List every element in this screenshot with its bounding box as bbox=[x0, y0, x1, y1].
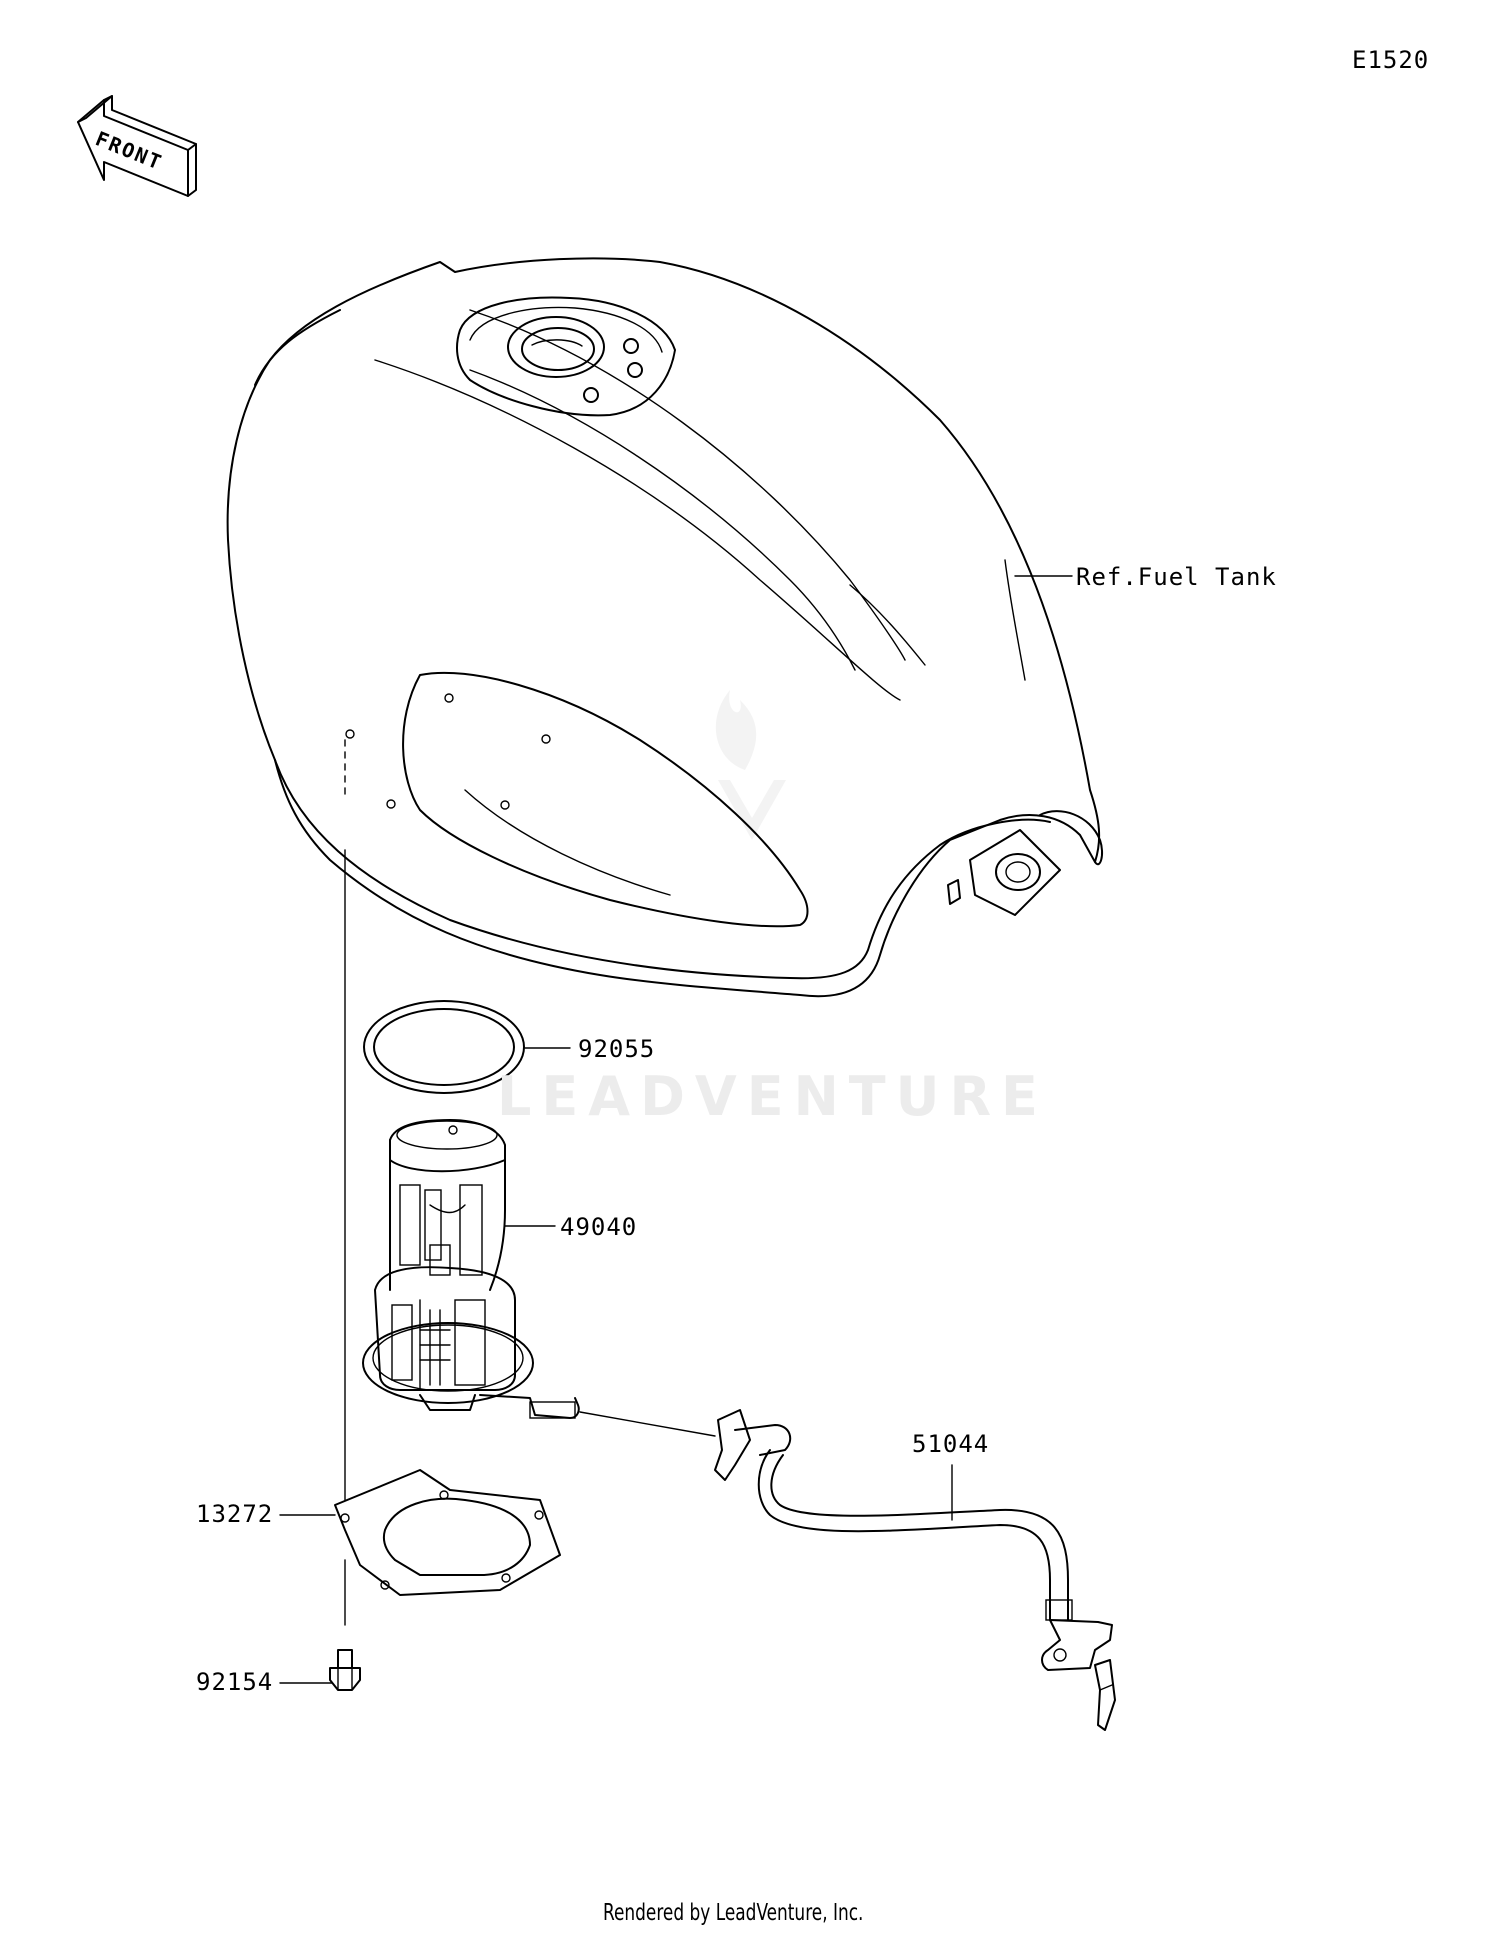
callout-13272: 13272 bbox=[196, 1500, 274, 1528]
callout-92055: 92055 bbox=[578, 1035, 656, 1063]
hose-connection-line bbox=[579, 1411, 716, 1437]
gasket-ring bbox=[363, 1000, 525, 1094]
watermark-logo-icon bbox=[715, 690, 786, 840]
callout-92154: 92154 bbox=[196, 1668, 274, 1696]
callout-49040: 49040 bbox=[560, 1213, 638, 1241]
footer-credit: Rendered by LeadVenture, Inc. bbox=[603, 1900, 864, 1926]
fuel-hose bbox=[714, 1409, 1116, 1731]
fuel-tank bbox=[226, 257, 1104, 998]
retaining-plate bbox=[334, 1469, 561, 1596]
fuel-pump-assembly bbox=[362, 1119, 580, 1419]
diagram-code: E1520 bbox=[1352, 46, 1430, 74]
flange-bolt bbox=[329, 1649, 361, 1691]
watermark-text: LEADVENTURE bbox=[497, 1065, 1048, 1128]
front-arrow-icon: FRONT bbox=[77, 95, 197, 197]
callout-fuel-tank: Ref.Fuel Tank bbox=[1076, 563, 1277, 591]
callout-51044: 51044 bbox=[912, 1430, 990, 1458]
